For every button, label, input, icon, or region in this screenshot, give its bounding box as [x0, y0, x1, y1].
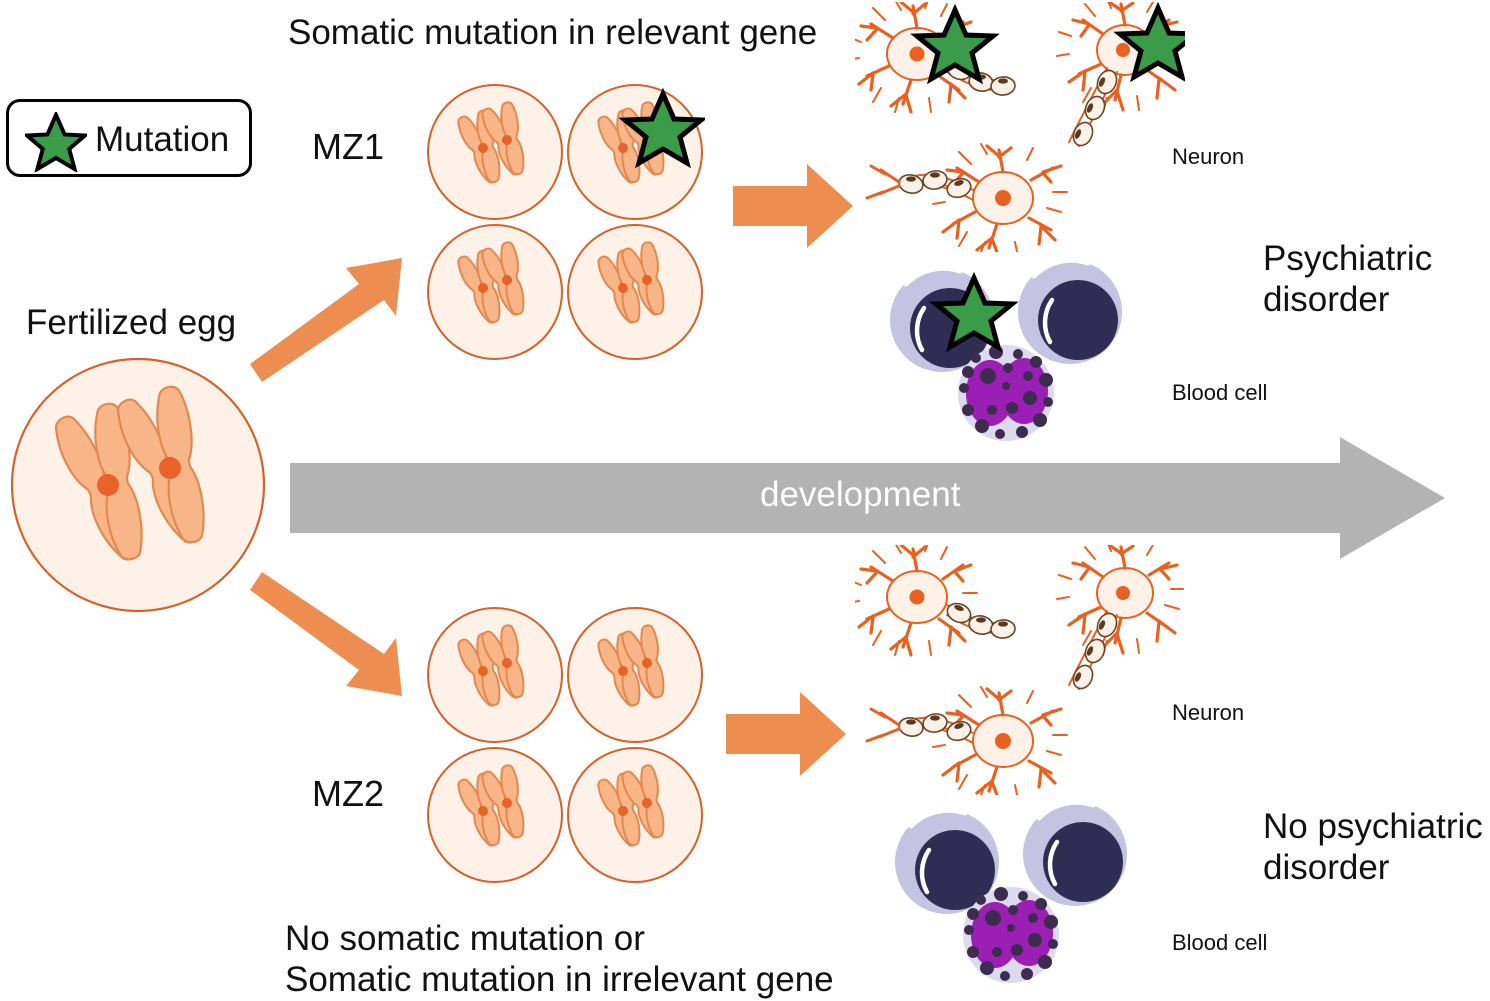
neuron-cell-c	[932, 686, 1068, 795]
neuron-cell-a	[855, 545, 978, 657]
neuron-group-mz1	[855, 2, 1185, 252]
axon-a	[946, 602, 1016, 639]
axon-b	[1068, 67, 1118, 147]
lymphocyte-2	[1023, 800, 1127, 906]
top-caption: Somatic mutation in relevant gene	[288, 13, 818, 52]
cell-bottom-left	[427, 747, 563, 883]
axon-c	[865, 164, 974, 201]
mz2-cell-cluster	[427, 607, 703, 883]
lymphocyte-1	[895, 807, 999, 914]
bottom-caption-line2: Somatic mutation in irrelevant gene	[285, 960, 834, 1000]
neuron-group-mz2	[855, 545, 1184, 795]
blood-cell-group-mz2	[895, 800, 1127, 983]
cell-top-right	[567, 607, 703, 743]
mutation-star-neuron-2	[1113, 2, 1185, 83]
blood-cell-group-mz1	[890, 258, 1122, 441]
legend-label: Mutation	[95, 120, 230, 159]
axon-b	[1068, 610, 1118, 690]
lymphocyte-2	[1018, 258, 1122, 364]
cell-top-left	[427, 84, 563, 220]
blood-cell-label-bottom: Blood cell	[1172, 930, 1268, 955]
cell-bottom-right	[567, 747, 703, 883]
cell-top-left	[427, 607, 563, 743]
arrow-mz2-to-tissue	[726, 692, 846, 776]
granulocyte	[963, 887, 1059, 983]
fertilized-egg-cell	[10, 357, 266, 613]
arrow-to-mz2	[250, 572, 402, 696]
mutation-star-on-cell	[618, 87, 705, 169]
neuron-label-bottom: Neuron	[1172, 700, 1245, 725]
development-arrow	[290, 437, 1445, 559]
outcome-bottom-line1: No psychiatric	[1263, 807, 1483, 846]
mz1-cell-cluster	[427, 84, 705, 360]
legend-box: Mutation	[6, 99, 252, 177]
outcome-bottom-line2: disorder	[1263, 848, 1390, 888]
blood-cell-label-top: Blood cell	[1172, 380, 1268, 405]
axon-c	[865, 707, 974, 744]
neuron-cell-b	[1056, 545, 1184, 656]
development-label: development	[760, 475, 961, 514]
mutation-star-blood	[929, 271, 1019, 353]
fertilized-egg-label: Fertilized egg	[26, 303, 237, 342]
neuron-cell-c	[932, 143, 1068, 252]
cell-bottom-right	[567, 224, 703, 360]
granulocyte	[958, 345, 1054, 441]
cell-bottom-left	[427, 224, 563, 360]
outcome-top-line1: Psychiatric	[1263, 239, 1433, 278]
mutation-star-neuron-1	[910, 3, 1000, 85]
arrow-mz1-to-tissue	[733, 164, 853, 248]
neuron-label-top: Neuron	[1172, 144, 1245, 169]
mz2-label: MZ2	[312, 773, 384, 814]
arrow-to-mz1	[250, 258, 402, 382]
mz1-label: MZ1	[312, 126, 384, 167]
outcome-top-line2: disorder	[1263, 280, 1390, 320]
star-icon	[25, 112, 87, 172]
bottom-caption-line1: No somatic mutation or	[285, 919, 645, 958]
